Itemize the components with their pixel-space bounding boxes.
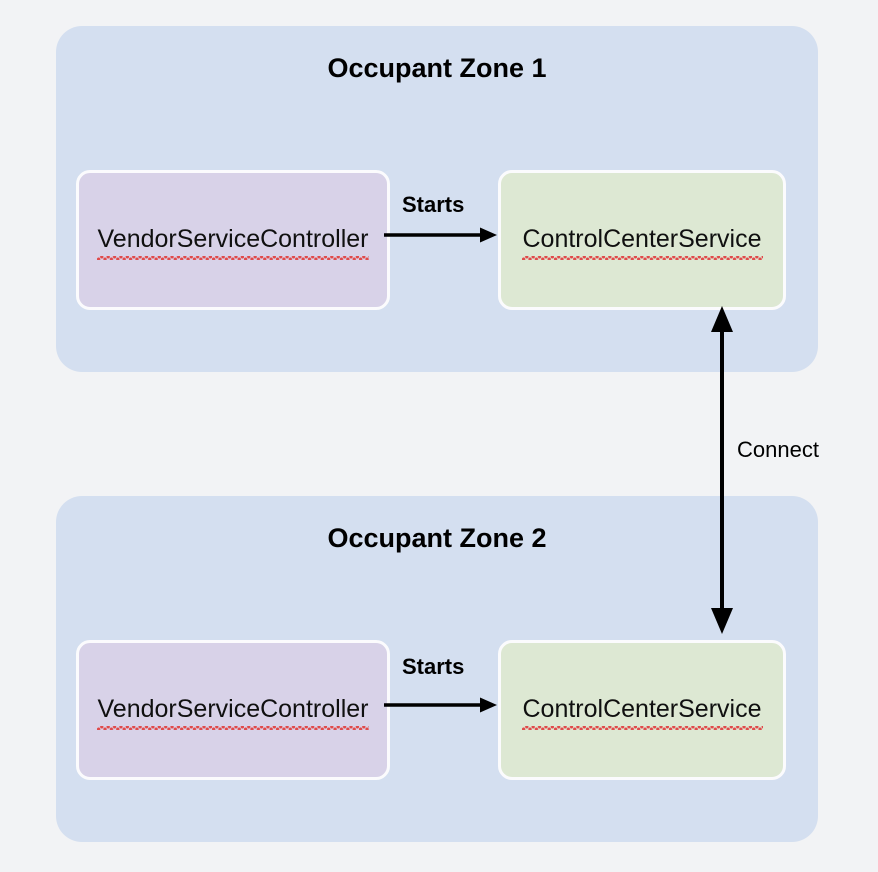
zone-container-1: Occupant Zone 1 VendorServiceController … xyxy=(56,26,818,372)
node-control-center-service-2[interactable]: ControlCenterService xyxy=(498,640,786,780)
zone-container-2: Occupant Zone 2 VendorServiceController … xyxy=(56,496,818,842)
node-vendor-service-controller-2[interactable]: VendorServiceController xyxy=(76,640,390,780)
node-control-center-service-1[interactable]: ControlCenterService xyxy=(498,170,786,310)
node-label: ControlCenterService xyxy=(521,225,763,260)
node-label: ControlCenterService xyxy=(521,695,763,730)
node-label: VendorServiceController xyxy=(96,695,370,730)
zone-title-2: Occupant Zone 2 xyxy=(327,523,547,553)
zone-title-1: Occupant Zone 1 xyxy=(327,53,547,83)
node-label: VendorServiceController xyxy=(96,225,370,260)
arrow-label-starts-2: Starts xyxy=(402,654,465,679)
arrow-label-starts-1: Starts xyxy=(402,192,465,217)
node-vendor-service-controller-1[interactable]: VendorServiceController xyxy=(76,170,390,310)
arrow-label-connect: Connect xyxy=(737,437,819,462)
